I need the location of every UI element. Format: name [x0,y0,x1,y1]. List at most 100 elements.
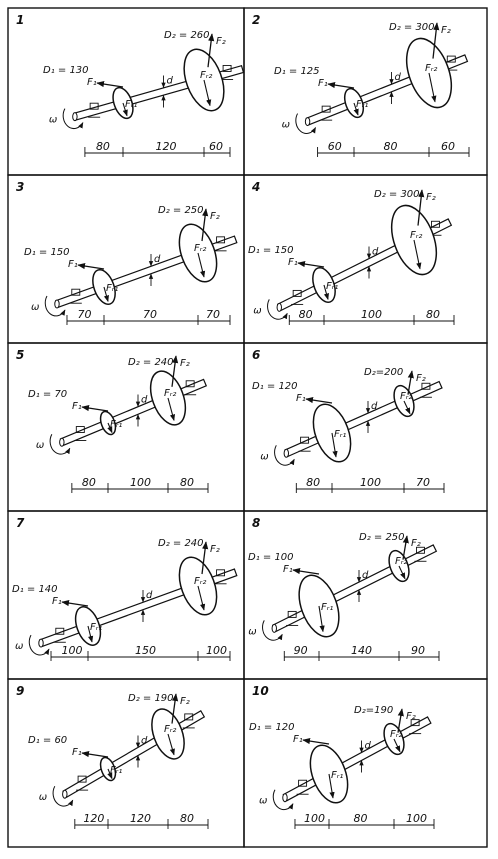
arrow-fr1 [107,768,113,780]
label-fr2: Fᵣ₂ [390,729,402,740]
label-fr1: Fᵣ₁ [90,622,102,633]
bearing [298,779,308,787]
dimension-value-1: 120 [83,812,104,825]
bearing [416,546,425,554]
dimension-value-2: 140 [351,644,372,657]
omega-arc [52,785,74,807]
bearing [216,236,226,244]
dimension-value-2: 100 [360,476,381,489]
dimension-value-1: 100 [304,812,325,825]
bearing [75,426,85,433]
arrow-fr2 [203,79,212,107]
label-fr1: Fᵣ₁ [110,765,122,776]
arrow-fr2 [393,738,401,753]
arrow-f2 [201,208,209,242]
label-d: d [362,570,369,581]
variant-number: 5 [16,348,24,362]
label-d: d [372,247,379,258]
label-fr2: Fᵣ₂ [194,576,206,587]
arrow-fr2 [197,585,206,611]
omega-arc [267,299,288,320]
bearing [222,64,232,72]
dimension-value-3: 60 [209,140,223,153]
arrow-f1 [81,750,109,758]
arrow-f1 [81,404,109,412]
bearing [71,288,81,296]
label-d1: D₁ = 150 [248,245,294,256]
variant-number: 3 [16,180,24,194]
arrow-fr1 [331,432,338,458]
variant-number: 8 [252,516,260,530]
arrow-fr2 [167,397,176,422]
arrow-f2 [207,33,215,68]
label-d2: D₂=200 [364,367,403,378]
shaft-end [59,437,65,447]
variant-number: 4 [251,180,260,194]
label-omega: ω [49,115,57,126]
shaft [282,716,432,802]
label-d1: D₁ = 100 [248,552,294,563]
shaft-end [38,638,44,648]
bearing [89,102,99,110]
label-f2: F₂ [180,358,190,369]
label-d1: D₁ = 120 [249,722,295,733]
bearing [292,289,302,297]
variant-number: 1 [16,13,24,27]
label-d: d [371,401,378,412]
label-omega: ω [260,451,268,462]
dimension-value-3: 100 [406,812,427,825]
arrow-f2 [402,535,409,560]
dimension-value-2: 150 [135,644,156,657]
label-f2: F₂ [216,36,226,47]
label-d: d [395,72,402,83]
variant-number: 2 [252,13,260,27]
shaft-end [271,623,277,633]
label-fr2: Fᵣ₂ [400,391,412,402]
arrow-f1 [305,396,333,404]
label-d2: D₂ = 250 [158,205,204,216]
shaft-end [62,789,68,799]
variant-number: 9 [16,684,24,698]
arrow-fr2 [413,239,422,270]
label-omega: ω [15,641,23,652]
label-fr2: Fᵣ₂ [395,556,407,567]
shaft-end [283,448,290,458]
dimension-value-3: 80 [426,308,440,321]
omega-arc [49,433,71,455]
label-d: d [141,736,148,747]
cell-frame [7,342,245,512]
label-d2: D₂ = 240 [128,357,174,368]
label-d2: D₂ = 250 [359,532,405,543]
variant-number: 7 [16,516,25,530]
label-fr2: Fᵣ₂ [410,230,422,241]
label-fr1: Fᵣ₁ [125,99,137,110]
omega-arc [62,108,84,129]
dimension-value-1: 80 [306,476,320,489]
dimension-value-2: 70 [143,308,157,321]
label-d2: D₂=190 [354,705,393,716]
arrow-f1 [297,260,325,268]
omega-arc [28,634,50,656]
arrow-fr2 [167,733,175,756]
omega-arc [44,295,66,317]
bearing [321,105,331,113]
label-d2: D₂ = 240 [158,538,204,549]
bearing [421,382,431,390]
dimension-value-2: 120 [130,812,151,825]
label-d1: D₁ = 70 [28,389,67,400]
arrow-f2 [417,189,425,226]
dimension-value-2: 80 [354,812,368,825]
label-f2: F₂ [411,538,421,549]
arrow-f2 [397,708,404,733]
dimension-value-3: 70 [416,476,430,489]
dimension-value-2: 100 [130,476,151,489]
label-d1: D₁ = 125 [274,66,320,77]
label-fr2: Fᵣ₂ [164,388,176,399]
